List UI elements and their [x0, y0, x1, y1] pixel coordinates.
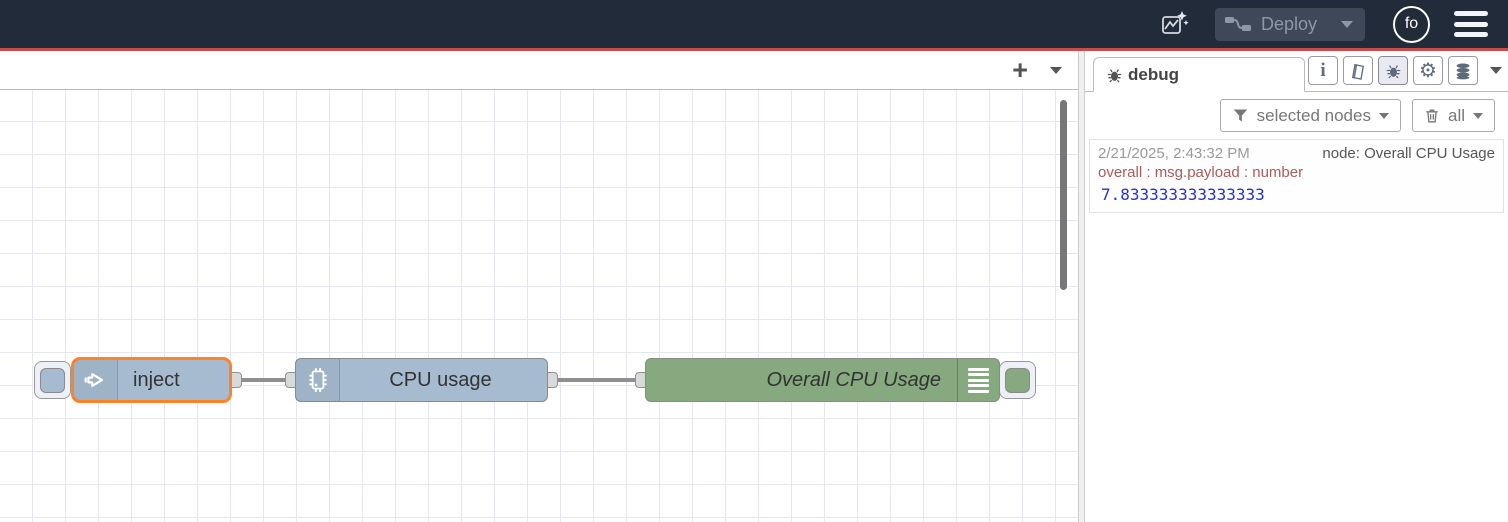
debug-message[interactable]: 2/21/2025, 2:43:32 PM node: Overall CPU …: [1089, 139, 1504, 213]
debug-message-timestamp: 2/21/2025, 2:43:32 PM: [1098, 145, 1250, 162]
node-cpu-usage[interactable]: CPU usage: [295, 358, 548, 402]
debug-toggle-button-face: [1005, 367, 1030, 393]
sidebar-tab-buttons: i ⚙: [1308, 56, 1478, 85]
wire-inject-to-cpu[interactable]: [232, 378, 296, 382]
info-icon: i: [1320, 60, 1326, 81]
info-tab-button[interactable]: i: [1308, 56, 1338, 85]
tab-debug[interactable]: debug: [1093, 57, 1305, 92]
main-menu-button[interactable]: [1454, 11, 1488, 37]
filter-nodes-button[interactable]: selected nodes: [1219, 99, 1401, 132]
tab-debug-label: debug: [1128, 64, 1179, 84]
debug-toggle-button[interactable]: [999, 361, 1036, 399]
inject-arrow-icon: [84, 372, 103, 388]
debug-message-list: 2/21/2025, 2:43:32 PM node: Overall CPU …: [1085, 139, 1508, 213]
database-icon: [1456, 63, 1470, 79]
debug-toolbar: selected nodes all: [1085, 92, 1508, 139]
inject-icon-section: [74, 360, 118, 400]
hamburger-icon: [1454, 32, 1488, 37]
sidebar-resize-handle[interactable]: [1078, 51, 1085, 522]
node-label: CPU usage: [389, 368, 492, 391]
deploy-label: Deploy: [1261, 13, 1318, 34]
sidebar-tabbar: debug i: [1085, 51, 1508, 92]
header: Deploy fo: [0, 0, 1508, 48]
config-nodes-tab-button[interactable]: ⚙: [1413, 56, 1443, 85]
flow-tabbar-actions: +: [1012, 51, 1062, 89]
avatar-initials: fo: [1404, 15, 1419, 32]
cpu-chip-icon: [308, 368, 327, 392]
debug-message-source-node: node: Overall CPU Usage: [1322, 145, 1495, 162]
book-icon: [1351, 63, 1365, 80]
node-inject[interactable]: inject: [71, 357, 232, 403]
debug-lines-icon: [968, 367, 989, 393]
sidebar: debug i: [1085, 51, 1508, 522]
add-flow-button[interactable]: +: [1012, 54, 1028, 85]
context-data-tab-button[interactable]: [1448, 56, 1478, 85]
node-label: Overall CPU Usage: [766, 368, 941, 391]
debug-message-property: overall : msg.payload : number: [1098, 164, 1304, 181]
clear-chevron-down-icon: [1473, 112, 1483, 119]
flow-list-chevron-down-icon[interactable]: [1050, 66, 1062, 74]
deploy-nodes-icon: [1225, 17, 1251, 31]
canvas-vertical-scrollbar[interactable]: [1060, 100, 1067, 290]
flow-tabbar: +: [0, 51, 1078, 90]
cpu-icon-section: [296, 359, 340, 401]
hamburger-icon: [1454, 11, 1488, 16]
deploy-chevron-down-icon[interactable]: [1341, 20, 1353, 28]
filter-chevron-down-icon: [1378, 112, 1389, 119]
debug-tab-button[interactable]: [1378, 56, 1408, 85]
flow-assistant-icon: [1162, 11, 1189, 34]
flow-canvas[interactable]: inject CPU usage Overall CPU Usage: [0, 90, 1078, 522]
gear-icon: ⚙: [1419, 59, 1437, 82]
trash-icon: [1426, 109, 1438, 123]
debug-message-meta: 2/21/2025, 2:43:32 PM node: Overall CPU …: [1098, 145, 1495, 162]
bug-icon: [1107, 69, 1122, 83]
inject-trigger-button[interactable]: [34, 361, 71, 399]
clear-messages-button[interactable]: all: [1411, 99, 1495, 132]
sidebar-menu-chevron-down-icon[interactable]: [1490, 67, 1502, 74]
wire-cpu-to-debug[interactable]: [548, 378, 646, 382]
assistant-button[interactable]: [1153, 6, 1195, 42]
clear-messages-label: all: [1447, 105, 1465, 125]
filter-nodes-label: selected nodes: [1256, 105, 1371, 125]
bug-icon: [1386, 65, 1400, 79]
funnel-icon: [1233, 109, 1247, 122]
inject-trigger-button-face: [40, 367, 65, 393]
node-debug-overall-cpu[interactable]: Overall CPU Usage: [645, 358, 1000, 402]
deploy-button[interactable]: Deploy: [1215, 7, 1365, 41]
user-avatar[interactable]: fo: [1393, 5, 1430, 43]
debug-icon-section: [957, 359, 999, 401]
node-label: inject: [133, 368, 180, 391]
header-accent-line: [0, 48, 1508, 51]
debug-message-value[interactable]: 7.833333333333333: [1101, 185, 1265, 204]
hamburger-icon: [1454, 21, 1488, 27]
help-tab-button[interactable]: [1343, 56, 1373, 85]
